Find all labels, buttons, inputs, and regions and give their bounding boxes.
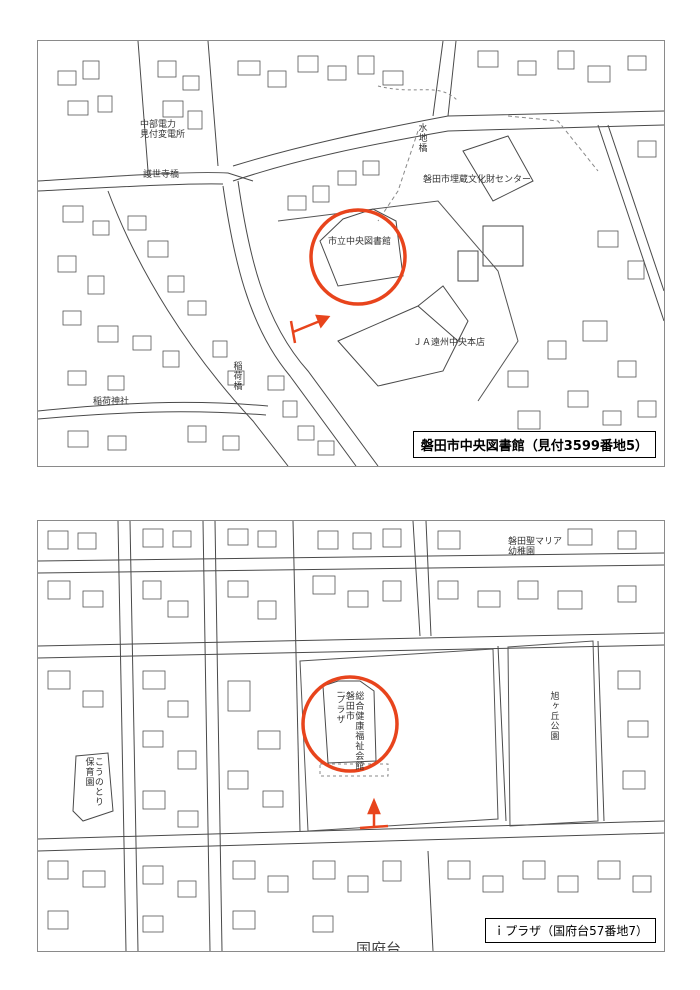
road-v3 (292, 521, 301, 832)
target-circle (301, 675, 399, 773)
ja-annex (417, 285, 469, 342)
nursery-label: こうのとり保育園 (83, 757, 103, 807)
road-diagonal (237, 180, 379, 466)
entrance-arrow (359, 797, 389, 830)
library-map-canvas (38, 41, 664, 466)
road-south-edge (38, 411, 267, 420)
ja-building (337, 305, 459, 387)
maizou-building (462, 135, 534, 202)
road-h1-edge (38, 564, 664, 574)
library-building (319, 208, 404, 287)
library-caption: 磐田市中央図書館（見付3599番地5） (412, 431, 656, 458)
parking-dashed (319, 763, 389, 777)
road-nw (137, 41, 149, 172)
river-dashed (377, 85, 459, 102)
inari-shrine-label: 稲荷神社 (93, 397, 130, 407)
road-v6 (597, 640, 605, 822)
road-west (38, 172, 254, 182)
compound-boundary (277, 200, 519, 402)
road-v2-edge (214, 521, 223, 951)
road-v4 (412, 521, 421, 637)
building (457, 250, 479, 282)
library-label: 市立中央図書館 (328, 237, 392, 247)
road-north-edge (232, 124, 664, 182)
road-south (38, 401, 269, 412)
gosedera-bridge-label: 護世寺橋 (143, 170, 180, 180)
road-v7 (427, 850, 434, 951)
plaza-boundary (299, 648, 499, 832)
road-h3 (38, 820, 664, 840)
road-h2 (38, 632, 664, 647)
road-v1 (117, 521, 127, 951)
road-sw (107, 190, 289, 466)
substation-label: 中部電力見付変電所 (140, 120, 186, 140)
road-nw2 (207, 41, 219, 167)
kindergarten-label: 磐田聖マリア幼稚園 (508, 537, 563, 557)
target-circle (309, 208, 407, 306)
road-h1 (38, 552, 664, 562)
path-dashed (377, 130, 419, 222)
building (482, 225, 524, 267)
kokufudai-label: 国府台 (356, 940, 402, 952)
library-map: 中部電力見付変電所 護世寺橋 水地橋 磐田市埋蔵文化財センター 市立中央図書館 … (37, 40, 665, 467)
entrance-arrow (289, 314, 331, 344)
house-blocks (57, 50, 657, 456)
park-boundary (507, 640, 599, 827)
road-west-edge (38, 183, 224, 192)
road-east (597, 124, 664, 322)
path-dashed-east (507, 115, 599, 172)
ja-store-label: ＪＡ遠州中央本店 (413, 338, 486, 348)
iplaza-caption: ｉプラザ（国府台57番地7） (485, 918, 656, 943)
inari-bridge-label: 稲荷橋 (231, 361, 242, 391)
road-h3-edge (38, 832, 664, 852)
mizuchi-bridge-label: 水地橋 (416, 123, 427, 153)
park-label: 旭ヶ丘公園 (548, 691, 559, 741)
maizou-center-label: 磐田市埋蔵文化財センター (423, 175, 532, 185)
iplaza-building (322, 680, 377, 764)
road-v2 (202, 521, 211, 951)
road-n-stub-edge (447, 41, 457, 117)
road-north (232, 110, 664, 167)
road-v4-edge (425, 521, 432, 637)
road-east-edge (607, 124, 664, 292)
iplaza-map-canvas (38, 521, 664, 951)
house-blocks (47, 528, 652, 933)
road-diagonal-edge (222, 185, 357, 466)
road-v5 (497, 645, 507, 822)
nursery-building (72, 752, 114, 822)
road-n-stub (432, 41, 444, 117)
road-v1-edge (129, 521, 139, 951)
road-h2-edge (38, 644, 664, 659)
